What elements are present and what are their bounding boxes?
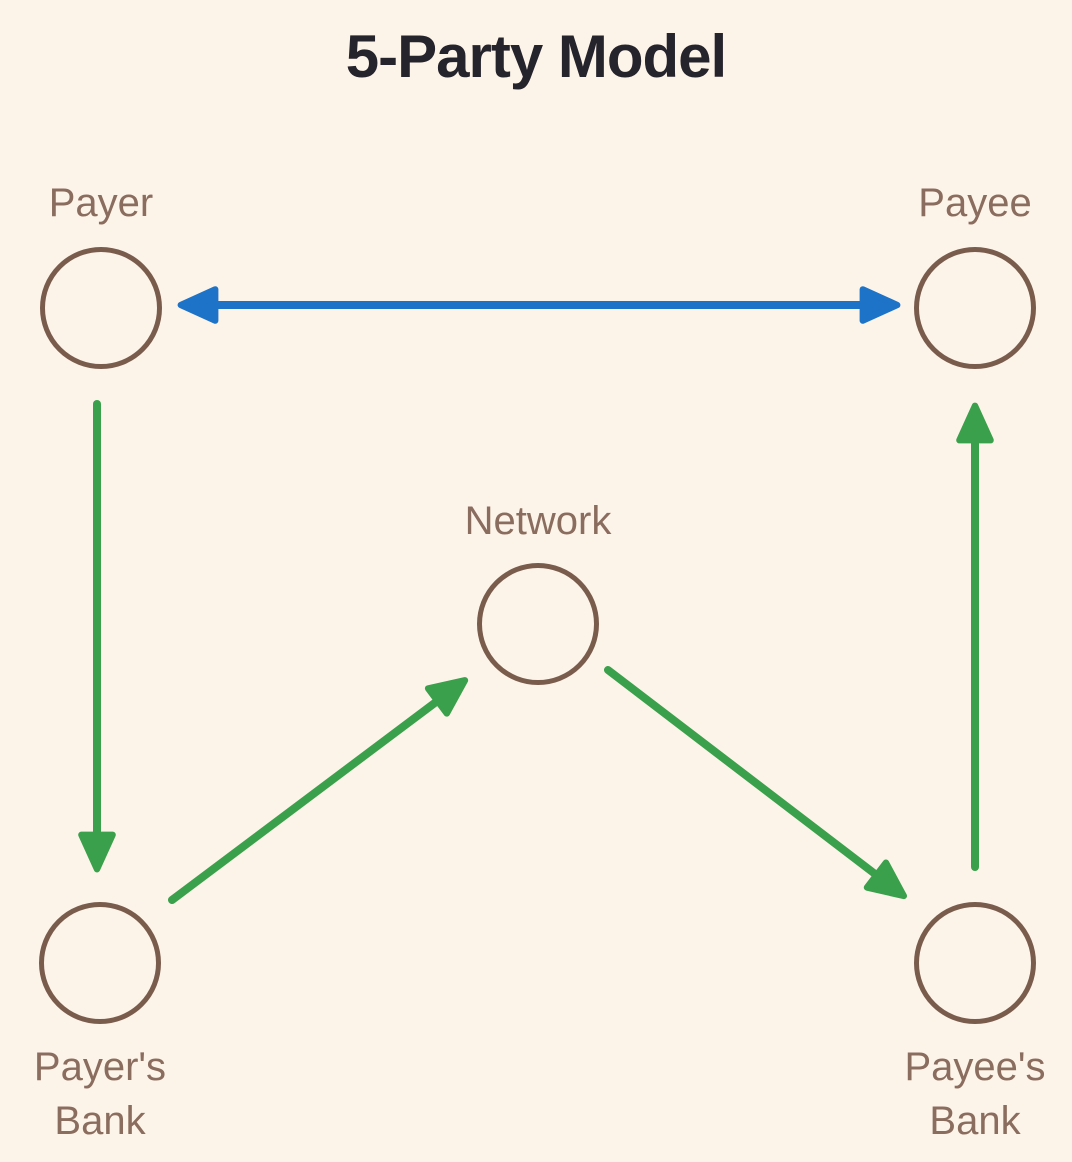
payer-node-label: Payer bbox=[48, 181, 154, 225]
diagram-title: 5-Party Model bbox=[345, 23, 727, 90]
payee-node-label: Payee bbox=[918, 181, 1032, 225]
payer-node-circle bbox=[40, 247, 162, 369]
network-node-label: Network bbox=[464, 499, 612, 543]
network-node-circle bbox=[477, 563, 599, 685]
payers-bank-label-line2: Bank bbox=[54, 1099, 146, 1143]
payees-bank-label-line2: Bank bbox=[929, 1099, 1021, 1143]
payees-bank-node-label: Payee's Bank bbox=[855, 1040, 1072, 1148]
arrow-payers-bank-to-network bbox=[168, 677, 469, 904]
arrow-network-to-payees-bank bbox=[604, 666, 907, 900]
payers-bank-label-line1: Payer's bbox=[33, 1045, 167, 1089]
payees-bank-label-line1: Payee's bbox=[904, 1045, 1046, 1089]
payers-bank-node-circle bbox=[39, 902, 161, 1024]
payees-bank-node-circle bbox=[914, 902, 1036, 1024]
payee-node-circle bbox=[914, 247, 1036, 369]
payers-bank-node-label: Payer's Bank bbox=[0, 1040, 220, 1148]
